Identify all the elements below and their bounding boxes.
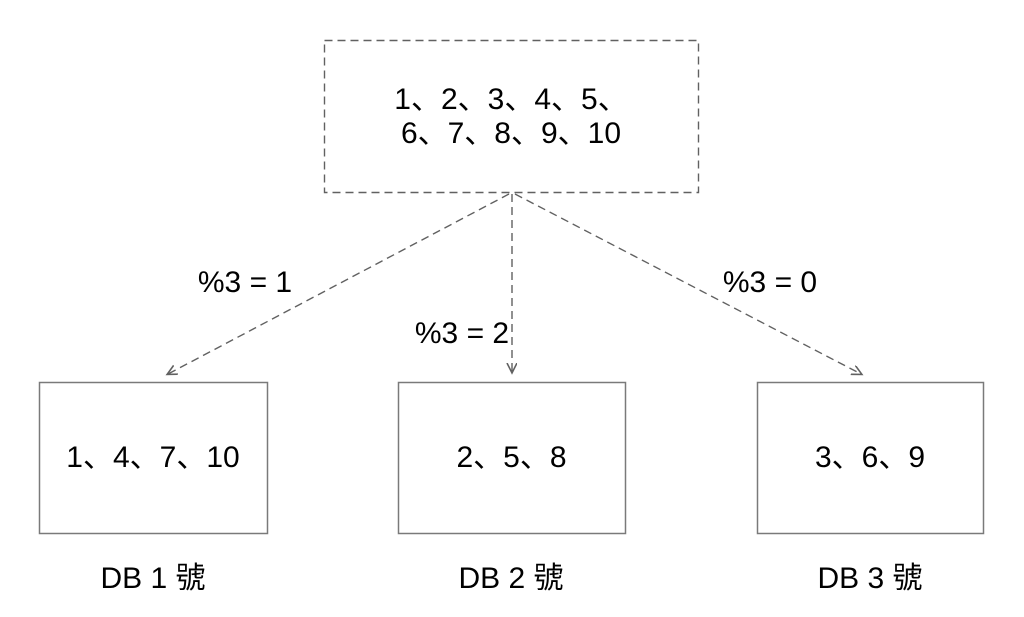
db3-name-label: DB 3 號 <box>817 562 923 595</box>
db1-box-border <box>38 381 269 535</box>
source-box-dashed-border <box>323 39 700 194</box>
db3-content: 3、6、9 <box>814 441 926 474</box>
db2-box-border <box>397 381 627 535</box>
source-set-line2: 6、7、8、9、10 <box>400 116 622 150</box>
db2-name-label: DB 2 號 <box>458 562 564 595</box>
source-set-box: 1、2、3、4、5、 6、7、8、9、10 <box>324 40 698 193</box>
db2-box: 2、5、8 <box>398 382 625 534</box>
db3-box: 3、6、9 <box>757 382 983 534</box>
db1-content: 1、4、7、10 <box>66 441 240 474</box>
source-set-line1: 1、2、3、4、5、 <box>394 82 628 116</box>
edge-label-mod-0: %3 = 0 <box>720 266 820 300</box>
db1-name-label: DB 1 號 <box>100 562 206 595</box>
db1-box: 1、4、7、10 <box>39 382 267 534</box>
edge-label-mod-2: %3 = 2 <box>412 317 512 351</box>
db3-box-border <box>756 381 985 535</box>
source-set-text: 1、2、3、4、5、 6、7、8、9、10 <box>394 83 627 151</box>
edge-arrow-to-db3 <box>514 193 861 374</box>
edge-label-mod-1: %3 = 1 <box>195 266 295 300</box>
db2-content: 2、5、8 <box>456 441 567 474</box>
